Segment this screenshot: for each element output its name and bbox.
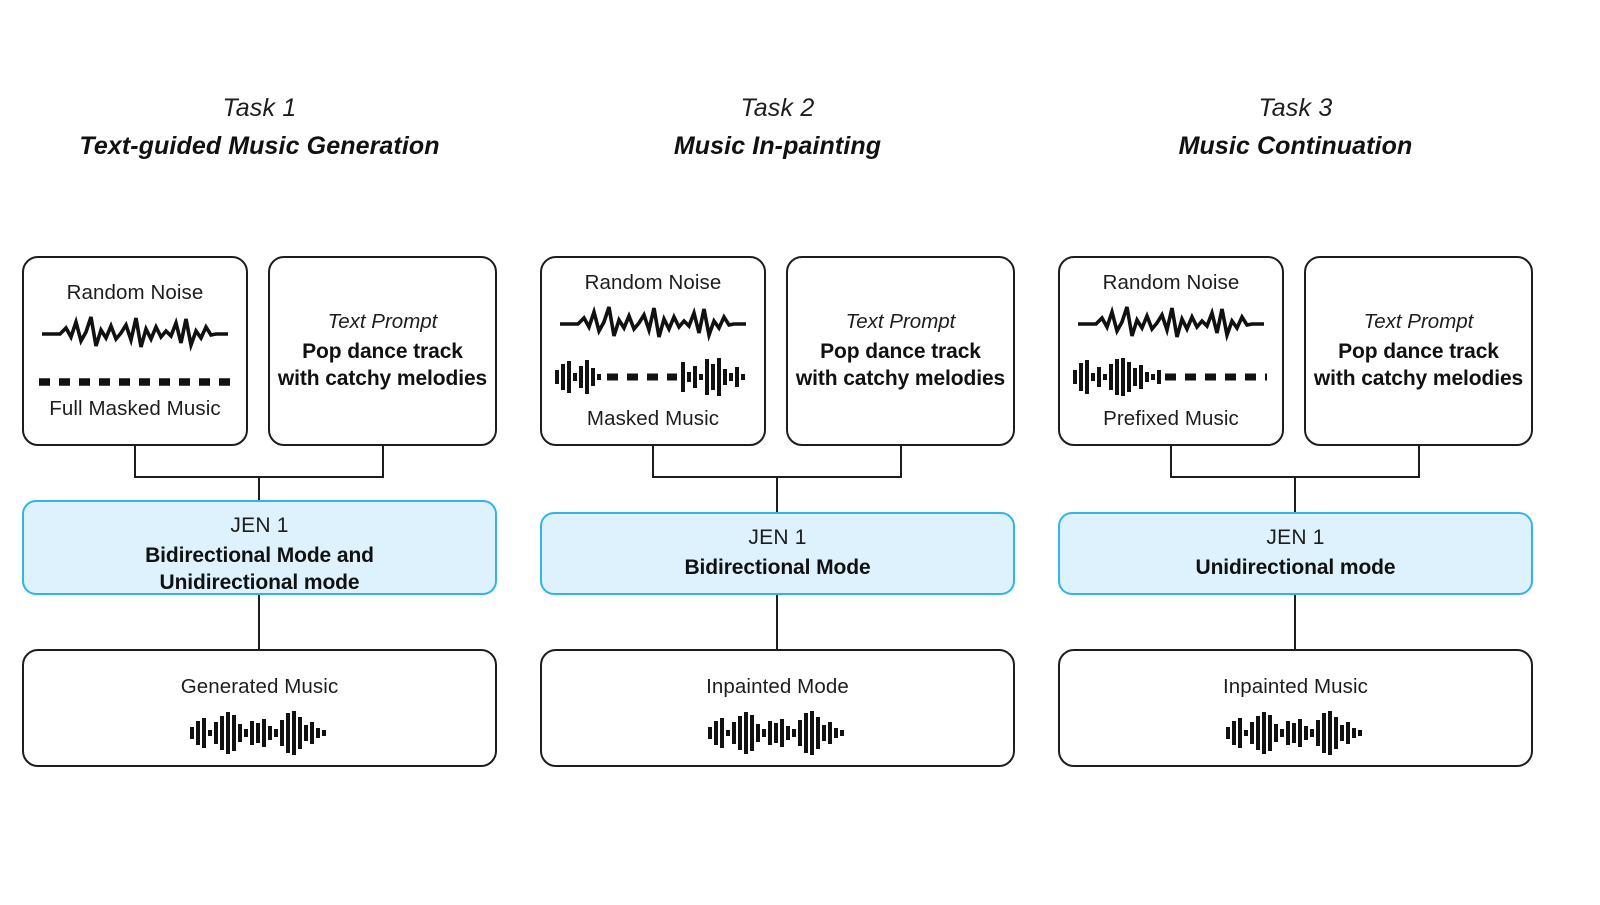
connector-noise-stub-2 <box>652 446 655 478</box>
model-mode-3: Unidirectional mode <box>1060 554 1531 581</box>
text-prompt-line1-3: Pop dance track <box>1338 339 1499 363</box>
input-noise-box-2: Random Noise <box>540 256 766 446</box>
task-name-3: Music Continuation <box>1178 131 1413 160</box>
connector-prompt-stub-2 <box>900 446 903 478</box>
connector-model-to-output-2 <box>776 595 779 650</box>
connector-to-model-2 <box>776 476 779 513</box>
input-noise-box-1: Random Noise Full Masked Music <box>22 256 248 446</box>
noise-waveform-icon <box>560 303 746 345</box>
model-box-2: JEN 1 Bidirectional Mode <box>540 512 1015 595</box>
masked-music-label-1: Full Masked Music <box>49 397 221 420</box>
text-prompt-line1-2: Pop dance track <box>820 339 981 363</box>
model-box-3: JEN 1 Unidirectional mode <box>1058 512 1533 595</box>
output-label-1: Generated Music <box>180 675 339 698</box>
model-text-1: JEN 1 Bidirectional Mode and Unidirectio… <box>24 514 495 597</box>
task-name-1: Text-guided Music Generation <box>79 131 440 160</box>
random-noise-label-2: Random Noise <box>584 271 722 294</box>
connector-to-model-3 <box>1294 476 1297 513</box>
audio-bars-icon-1 <box>189 709 330 757</box>
output-box-3: Inpainted Music <box>1058 649 1533 767</box>
masked-music-label-2: Masked Music <box>586 407 720 430</box>
column-title-2: Task 2 Music In-painting <box>540 92 1015 162</box>
model-text-3: JEN 1 Unidirectional mode <box>1060 526 1531 581</box>
output-box-1: Generated Music <box>22 649 497 767</box>
text-prompt-body-3: Pop dance track with catchy melodies <box>1314 339 1523 393</box>
noise-waveform-icon <box>1078 303 1264 345</box>
output-box-2: Inpainted Mode <box>540 649 1015 767</box>
text-prompt-box-3: Text Prompt Pop dance track with catchy … <box>1304 256 1533 446</box>
connector-prompt-stub-1 <box>382 446 385 478</box>
random-noise-label-1: Random Noise <box>66 281 204 304</box>
task-number-1: Task 1 <box>222 94 297 122</box>
connector-model-to-output-3 <box>1294 595 1297 650</box>
text-prompt-kicker-3: Text Prompt <box>1363 309 1474 333</box>
task-name-2: Music In-painting <box>673 131 882 160</box>
model-text-2: JEN 1 Bidirectional Mode <box>542 526 1013 581</box>
model-mode-1: Bidirectional Mode and Unidirectional mo… <box>24 542 495 597</box>
output-label-2: Inpainted Mode <box>706 675 849 698</box>
model-mode-line1-3: Unidirectional mode <box>1195 556 1396 579</box>
random-noise-label-3: Random Noise <box>1102 271 1240 294</box>
text-prompt-box-1: Text Prompt Pop dance track with catchy … <box>268 256 497 446</box>
model-mode-line1-2: Bidirectional Mode <box>684 556 871 579</box>
text-prompt-line1-1: Pop dance track <box>302 339 463 363</box>
model-mode-line2-1: Unidirectional mode <box>159 571 360 595</box>
input-noise-box-3: Random Noise <box>1058 256 1284 446</box>
bars-dashed-bars-icon <box>555 357 751 397</box>
text-prompt-kicker-1: Text Prompt <box>327 309 438 333</box>
model-name-1: JEN 1 <box>230 514 289 537</box>
output-label-3: Inpainted Music <box>1222 675 1369 698</box>
dashed-masked-line-icon <box>37 377 233 387</box>
noise-waveform-icon <box>42 313 228 355</box>
text-prompt-box-2: Text Prompt Pop dance track with catchy … <box>786 256 1015 446</box>
model-name-3: JEN 1 <box>1266 526 1325 549</box>
text-prompt-kicker-2: Text Prompt <box>845 309 956 333</box>
model-box-1: JEN 1 Bidirectional Mode and Unidirectio… <box>22 500 497 595</box>
bars-then-dashed-icon <box>1073 357 1269 397</box>
connector-noise-stub-3 <box>1170 446 1173 478</box>
connector-model-to-output-1 <box>258 595 261 650</box>
connector-prompt-stub-3 <box>1418 446 1421 478</box>
text-prompt-line2-2: with catchy melodies <box>795 366 1006 390</box>
column-title-1: Task 1 Text-guided Music Generation <box>22 92 497 162</box>
text-prompt-body-1: Pop dance track with catchy melodies <box>278 339 487 393</box>
connector-to-model-1 <box>258 476 261 501</box>
text-prompt-body-2: Pop dance track with catchy melodies <box>796 339 1005 393</box>
task-number-2: Task 2 <box>740 94 815 122</box>
audio-bars-icon-2 <box>707 709 848 757</box>
connector-noise-stub-1 <box>134 446 137 478</box>
text-prompt-line2-3: with catchy melodies <box>1313 366 1524 390</box>
model-mode-2: Bidirectional Mode <box>542 554 1013 581</box>
audio-bars-icon-3 <box>1225 709 1366 757</box>
task-number-3: Task 3 <box>1258 94 1333 122</box>
column-title-3: Task 3 Music Continuation <box>1058 92 1533 162</box>
model-name-2: JEN 1 <box>748 526 807 549</box>
text-prompt-line2-1: with catchy melodies <box>277 366 488 390</box>
model-mode-line1-1: Bidirectional Mode and <box>145 544 374 567</box>
prefixed-music-label-3: Prefixed Music <box>1103 407 1239 430</box>
